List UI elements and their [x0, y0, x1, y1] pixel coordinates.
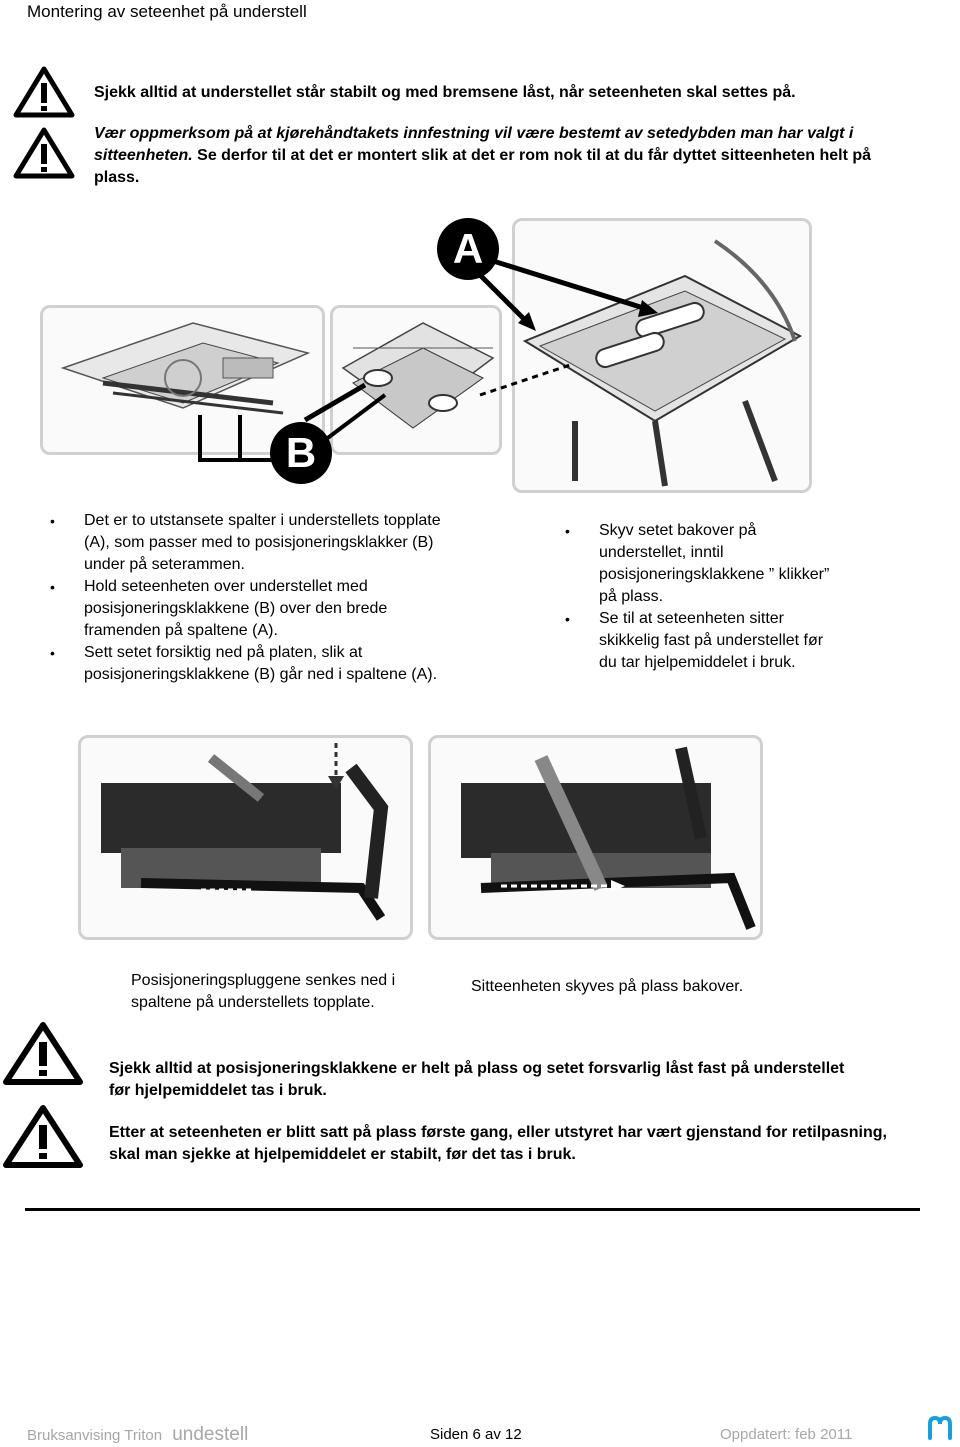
footer-manual-title: Bruksanvising Triton — [27, 1427, 163, 1444]
footer-manual: Bruksanvising Triton undestell — [27, 1424, 248, 1446]
bullet-list-right: Skyv setet bakover på understellet, innt… — [565, 520, 835, 674]
callout-arrows — [198, 257, 658, 462]
bullet-item: Sett setet forsiktig ned på platen, slik… — [50, 642, 450, 686]
seat-lowering-image — [78, 735, 413, 940]
warning-text-stability: Etter at seteenheten er blitt satt på pl… — [109, 1124, 887, 1163]
bullet-item: Hold seteenheten over understellet med p… — [50, 576, 450, 642]
label-a-badge: A — [437, 218, 499, 280]
bullet-item: Se til at seteenheten sitter skikkelig f… — [565, 608, 835, 674]
caption-left: Posisjoneringspluggene senkes ned i spal… — [131, 972, 396, 1011]
footer-page-number: Siden 6 av 12 — [430, 1426, 522, 1443]
positioning-lug-image — [330, 305, 502, 455]
page-title: Montering av seteenhet på understell — [27, 2, 307, 21]
warning-icon — [3, 1022, 83, 1086]
undercarriage-top-plate-image — [512, 218, 812, 493]
footer-divider — [25, 1208, 920, 1211]
seat-plate-image — [40, 305, 325, 455]
caption-right: Sitteenheten skyves på plass bakover. — [471, 978, 744, 995]
bullet-item: Skyv setet bakover på understellet, innt… — [565, 520, 835, 608]
footer-section: undestell — [172, 1424, 249, 1445]
label-b-badge: B — [270, 422, 332, 484]
bullet-list-left: Det er to utstansete spalter i understel… — [50, 510, 450, 686]
warning-icon — [3, 1105, 83, 1169]
logo-icon — [926, 1414, 954, 1442]
footer-updated: Oppdatert: feb 2011 — [720, 1426, 853, 1443]
seat-sliding-image — [428, 735, 763, 940]
warning-text-handle-room: Se derfor til at det er montert slik at … — [94, 147, 872, 186]
warning-icon — [13, 127, 75, 179]
warning-icon — [13, 66, 75, 118]
bullet-item: Det er to utstansete spalter i understel… — [50, 510, 450, 576]
warning-text-handle-italic: Vær oppmerksom på at kjørehåndtakets inn… — [94, 125, 854, 164]
label-a: A — [452, 225, 484, 272]
warning-text-lugs: Sjekk alltid at posisjoneringsklakkene e… — [109, 1060, 845, 1099]
warning-text-brakes: Sjekk alltid at understellet står stabil… — [94, 84, 796, 101]
label-b: B — [285, 429, 317, 476]
warning-text-handle: Vær oppmerksom på at kjørehåndtakets inn… — [94, 123, 914, 189]
